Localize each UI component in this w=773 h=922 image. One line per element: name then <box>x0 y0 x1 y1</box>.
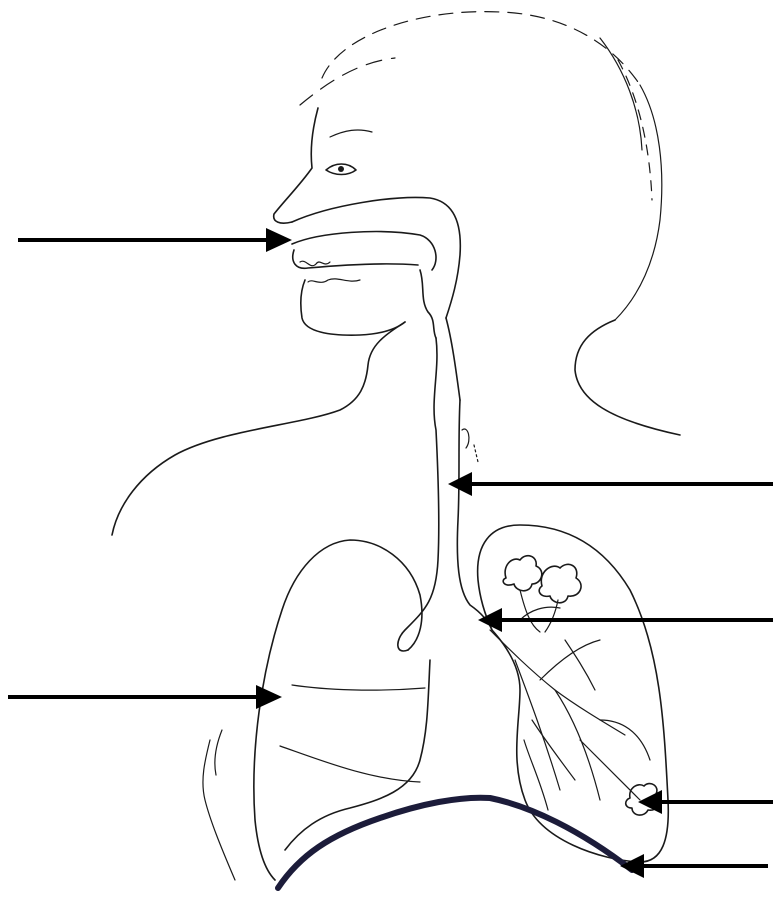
arrow-diaphragm <box>620 854 768 878</box>
diaphragm <box>278 798 632 888</box>
arrow-nasal-cavity <box>18 228 292 252</box>
arrow-alveoli <box>638 790 773 814</box>
left-lung <box>254 540 430 880</box>
head-outline <box>274 108 680 435</box>
arrow-trachea <box>448 472 773 496</box>
body-outline <box>112 322 405 880</box>
trachea <box>398 338 492 651</box>
nasal-cavity <box>292 197 460 400</box>
arrow-lung <box>8 685 282 709</box>
right-lung <box>478 525 669 862</box>
hair-outline <box>300 12 662 320</box>
arrow-bronchus <box>478 608 773 632</box>
